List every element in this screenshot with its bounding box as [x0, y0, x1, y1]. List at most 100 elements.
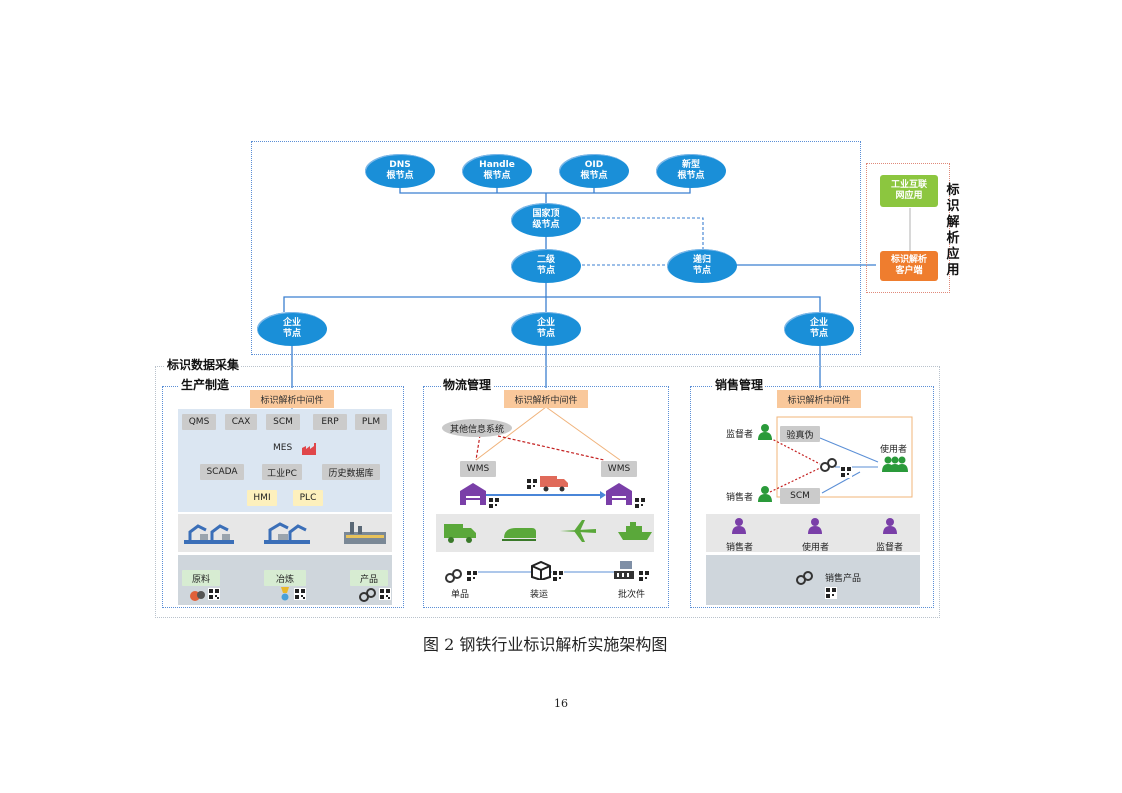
enterprise-node-logistics: 企业 节点 [511, 312, 581, 346]
sales-scm-chip: SCM [780, 488, 820, 504]
steel-plant-icon [344, 522, 386, 544]
internet-app-line1: 工业互联 [890, 180, 927, 190]
factory-icon [302, 443, 316, 455]
seller-icon [732, 518, 746, 534]
resolution-system-frame [251, 141, 861, 355]
wms-left-chip: WMS [460, 461, 496, 477]
logistics-frame [423, 386, 669, 608]
production-frame [162, 386, 404, 608]
seller-label: 销售者 [726, 493, 754, 503]
qr-code-icon [634, 497, 646, 509]
handle-root-node-line2: 根节点 [483, 171, 511, 181]
train-icon [502, 528, 536, 541]
internet-app-line2: 网应用 [895, 191, 923, 201]
scada-chip: SCADA [200, 464, 244, 480]
collection-frame [155, 366, 940, 618]
application-title-char: 识 [946, 199, 960, 214]
enterprise-node-line2: 节点 [809, 329, 828, 339]
oid-root-node-line1: OID [584, 160, 604, 170]
enterprise-node-sales: 企业 节点 [784, 312, 854, 346]
logistics-middleware: 标识解析中间件 [504, 390, 588, 408]
application-title-char: 解 [946, 215, 960, 230]
molten-iron-icon [281, 587, 289, 601]
warehouse-icon [460, 483, 486, 505]
qr-code-icon [526, 478, 538, 490]
collection-title: 标识数据采集 [165, 356, 242, 373]
oid-root-node-line2: 根节点 [580, 171, 608, 181]
application-title-char: 析 [946, 231, 960, 246]
national-top-node-line2: 级节点 [532, 220, 560, 230]
qms-chip: QMS [182, 414, 216, 430]
batch-container-icon [614, 561, 634, 579]
application-frame [866, 163, 950, 293]
resolution-client-line2: 客户端 [895, 266, 923, 276]
industrial-pc-chip: 工业PC [262, 464, 302, 480]
plm-chip: PLM [355, 414, 387, 430]
national-top-node: 国家顶 级节点 [511, 203, 581, 237]
new-root-node-line2: 根节点 [677, 171, 705, 181]
history-db-chip: 历史数据库 [322, 464, 380, 480]
secondary-node-line1: 二级 [536, 255, 555, 265]
dns-root-node-line2: 根节点 [386, 171, 414, 181]
steel-coil-icon [796, 571, 813, 585]
qr-code-icon [825, 587, 837, 599]
sales-frame [690, 386, 934, 608]
logistics-title: 物流管理 [441, 376, 494, 393]
qr-code-icon [379, 588, 391, 600]
dns-root-node-line1: DNS [389, 160, 411, 170]
enterprise-node-line1: 企业 [536, 318, 555, 328]
people-seller-label: 销售者 [726, 543, 754, 553]
scm-chip: SCM [266, 414, 300, 430]
smelting-chip: 冶炼 [264, 570, 306, 586]
application-title: 标 识 解 析 应 用 [945, 183, 961, 279]
application-title-char: 标 [946, 183, 960, 198]
dns-root-node: DNS 根节点 [365, 154, 435, 188]
handle-root-node-line1: Handle [479, 160, 515, 170]
ore-icon [190, 591, 205, 601]
recursive-node-line1: 递归 [692, 255, 711, 265]
application-title-char: 用 [946, 263, 960, 278]
seller-person-icon [758, 486, 772, 502]
people-user-label: 使用者 [802, 543, 830, 553]
people-supervisor-label: 监督者 [876, 543, 904, 553]
batch-label: 批次件 [618, 590, 646, 600]
production-title: 生产制造 [179, 376, 232, 393]
sales-title: 销售管理 [713, 376, 766, 393]
sales-product-label: 销售产品 [825, 574, 862, 584]
steel-coil-icon [445, 569, 462, 583]
resolution-client-line1: 标识解析 [890, 255, 927, 265]
secondary-node-line2: 节点 [536, 266, 555, 276]
resolution-client-box: 标识解析 客户端 [880, 251, 938, 281]
enterprise-node-line1: 企业 [282, 318, 301, 328]
steel-coil-icon [820, 458, 837, 472]
package-box-icon [531, 560, 551, 580]
recursive-node: 递归 节点 [667, 249, 737, 283]
supervisor-icon [883, 518, 897, 534]
verify-chip: 验真伪 [780, 426, 820, 442]
new-root-node: 新型 根节点 [656, 154, 726, 188]
qr-code-icon [552, 570, 564, 582]
mes-label: MES [273, 443, 293, 453]
robot-arm-icon [184, 524, 234, 544]
warehouse-icon [606, 483, 632, 505]
figure-caption: 图 2 钢铁行业标识解析实施架构图 [423, 635, 668, 654]
qr-code-icon [488, 497, 500, 509]
raw-material-chip: 原料 [182, 570, 220, 586]
user-icon [808, 518, 822, 534]
qr-code-icon [294, 588, 306, 600]
enterprise-node-production: 企业 节点 [257, 312, 327, 346]
supervisor-label: 监督者 [726, 430, 754, 440]
erp-chip: ERP [313, 414, 347, 430]
new-root-node-line1: 新型 [681, 160, 700, 170]
truck-icon [444, 524, 476, 543]
user-label: 使用者 [880, 445, 908, 455]
national-top-node-line1: 国家顶 [532, 209, 560, 219]
airplane-icon [560, 520, 596, 542]
shipping-label: 装运 [530, 590, 549, 600]
robot-line-icon [264, 522, 310, 544]
recursive-node-line2: 节点 [692, 266, 711, 276]
production-middleware: 标识解析中间件 [250, 390, 334, 408]
product-chip: 产品 [350, 570, 388, 586]
handle-root-node: Handle 根节点 [462, 154, 532, 188]
delivery-truck-icon [540, 476, 568, 492]
